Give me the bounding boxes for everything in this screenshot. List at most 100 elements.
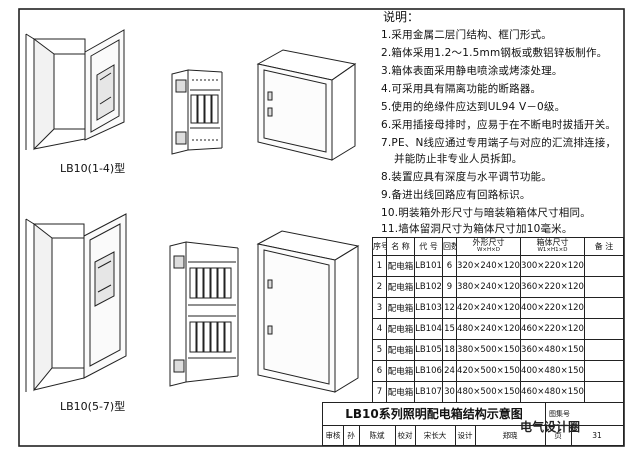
table-cell: 380×500×150 [456,339,521,361]
note-item: 2.箱体采用1.2～1.5mm钢板或敷铝锌板制作。 [381,47,608,59]
table-cell: 460×220×120 [520,318,585,340]
bottom-breaker-assembly-drawing [169,241,239,387]
table-cell: 15 [442,318,457,340]
check-label: 校对 [395,426,416,445]
table-cell: 380×240×120 [456,276,521,298]
table-cell: 4 [372,318,387,340]
top-model-label: LB10(1-4)型 [60,162,126,175]
note-item: 5.使用的绝缘件应达到UL94 V－0级。 [381,101,566,113]
sheet-frame [18,8,625,447]
note-item: 8.装置应具有深度与水平调节功能。 [381,171,552,183]
table-cell: 6 [442,255,457,277]
table-cell: 400×480×150 [520,360,585,382]
note-item: 10.明装箱外形尺寸与暗装箱箱体尺寸相同。 [381,207,591,219]
table-cell: 7 [372,381,387,403]
table-cell: 24 [442,360,457,382]
table-cell: 480×240×120 [456,318,521,340]
table-cell: 配电箱 [386,276,415,298]
table-cell: 400×220×120 [520,297,585,319]
atlas-cell: 图集号 [545,403,623,426]
header-index: 序号 [372,237,387,256]
table-cell: 配电箱 [386,297,415,319]
note-item: 11.墙体留洞尺寸为箱体尺寸加10毫米。 [381,223,573,235]
table-cell: LB107 [414,381,443,403]
table-cell: LB104 [414,318,443,340]
table-cell: LB101 [414,255,443,277]
table-cell: 18 [442,339,457,361]
table-cell: LB102 [414,276,443,298]
design-name: 郑晓 [475,426,546,445]
review-label: 审核 [323,426,344,445]
table-cell [584,297,624,319]
table-cell: 30 [442,381,457,403]
top-breaker-assembly-drawing [171,69,223,155]
table-cell: 300×220×120 [520,255,585,277]
table-cell: LB106 [414,360,443,382]
table-cell: 配电箱 [386,339,415,361]
table-cell [584,255,624,277]
note-item: 3.箱体表面采用静电喷涂或烤漆处理。 [381,65,563,77]
table-cell [584,339,624,361]
note-item: 并能防止非专业人员拆卸。 [394,153,523,165]
table-cell: 9 [442,276,457,298]
table-cell: 配电箱 [386,360,415,382]
notes-title: 说明： [383,10,420,24]
table-cell: 3 [372,297,387,319]
note-item: 6.采用插接母排时，应易于在不断电时拔插开关。 [381,119,617,131]
check-name: 宋长大 [415,426,456,445]
table-cell: 2 [372,276,387,298]
table-cell: 360×220×120 [520,276,585,298]
drawing-title: LB10系列照明配电箱结构示意图 [323,403,546,426]
note-item: 7.PE、N线应通过专用端子与对应的汇流排连接， [381,137,617,149]
watermark: 电气设计圈 [520,420,581,434]
table-cell: 5 [372,339,387,361]
table-cell: LB105 [414,339,443,361]
atlas-label: 图集号 [549,410,570,418]
table-cell: 360×480×150 [520,339,585,361]
note-item: 1.采用金属二层门结构、框门形式。 [381,29,552,41]
header-code: 代 号 [414,237,443,256]
header-name: 名 称 [386,237,415,256]
table-cell: 420×500×150 [456,360,521,382]
table-cell [584,381,624,403]
table-cell: LB103 [414,297,443,319]
top-flush-box-drawing [25,29,125,151]
table-cell: 1 [372,255,387,277]
header-circuits: 回数 [442,237,457,256]
table-cell: 320×240×120 [456,255,521,277]
table-cell [584,318,624,340]
bottom-flush-box-drawing [25,213,127,392]
table-cell: 配电箱 [386,255,415,277]
table-cell [584,276,624,298]
table-cell: 6 [372,360,387,382]
table-cell: 配电箱 [386,381,415,403]
review-signature: 陈斌 [359,426,396,445]
note-item: 9.备进出线回路应有回路标识。 [381,189,531,201]
table-cell [584,360,624,382]
page-number: 31 [592,431,602,440]
table-cell: 12 [442,297,457,319]
table-cell: 460×480×150 [520,381,585,403]
page-label: 页 [545,426,572,445]
bottom-enclosure-drawing [256,230,360,393]
table-cell: 420×240×120 [456,297,521,319]
bottom-model-label: LB10(5-7)型 [60,400,126,413]
top-enclosure-drawing [256,49,357,161]
review-name: 孙 [343,426,360,445]
table-cell: 480×500×150 [456,381,521,403]
header-remarks: 备 注 [584,237,624,256]
table-cell: 配电箱 [386,318,415,340]
title-block: LB10系列照明配电箱结构示意图 图集号 审核 孙 陈斌 校对 宋长大 设计 郑… [322,402,624,446]
